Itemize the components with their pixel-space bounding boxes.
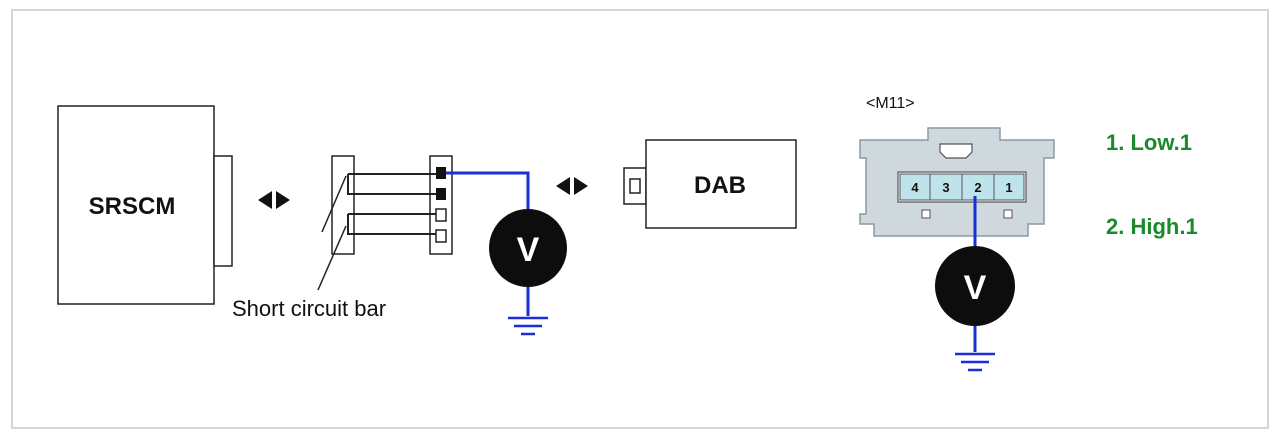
short-circuit-bar-assembly: Short circuit bar: [232, 155, 453, 321]
pin-1-label: 1: [1005, 180, 1012, 195]
short-bar-1: [347, 174, 436, 195]
leader-line-1: [321, 175, 347, 233]
left-plug: [331, 155, 355, 255]
dab-module: DAB: [623, 139, 797, 229]
short-bar-2: [347, 214, 436, 235]
wire-to-meter-left: [446, 171, 530, 216]
pin-3-label: 3: [942, 180, 949, 195]
terminal-2: [436, 188, 446, 200]
connector-name: <M11>: [866, 95, 915, 112]
terminal-4: [435, 229, 447, 243]
pin-1: [993, 173, 1025, 201]
terminal-3: [435, 208, 447, 222]
pin-4: [899, 173, 931, 201]
pin-legend: 1. Low.1 2. High.1: [1106, 130, 1198, 239]
dab-label: DAB: [694, 172, 746, 199]
right-meter-wiring: V: [935, 196, 1015, 372]
connect-arrows-right: [556, 177, 588, 195]
connect-arrows-left: [258, 191, 290, 209]
diagram-frame: [11, 9, 1269, 429]
pin-3: [929, 173, 963, 201]
legend-item-1: 1. Low.1: [1106, 130, 1192, 155]
left-meter-wiring: V: [446, 171, 567, 336]
m11-connector: <M11> 4 3 2 1: [859, 95, 1055, 237]
legend-item-2: 2. High.1: [1106, 214, 1198, 239]
short-circuit-bar-label: Short circuit bar: [232, 296, 386, 321]
voltmeter-right-symbol: V: [964, 269, 987, 307]
pin-2-label: 2: [974, 180, 981, 195]
srscm-label: SRSCM: [89, 193, 176, 220]
srscm-connector: [213, 155, 233, 267]
srscm-module: SRSCM: [57, 105, 233, 305]
connector-latch: [939, 143, 973, 159]
leader-line-2: [317, 225, 347, 291]
voltmeter-left-symbol: V: [517, 231, 540, 269]
voltmeter-right: [935, 246, 1015, 326]
ground-symbol-left: [508, 316, 548, 336]
terminal-1: [436, 167, 446, 179]
voltmeter-left: [489, 209, 567, 287]
ground-symbol-right: [955, 352, 995, 372]
pin-4-label: 4: [911, 180, 919, 195]
